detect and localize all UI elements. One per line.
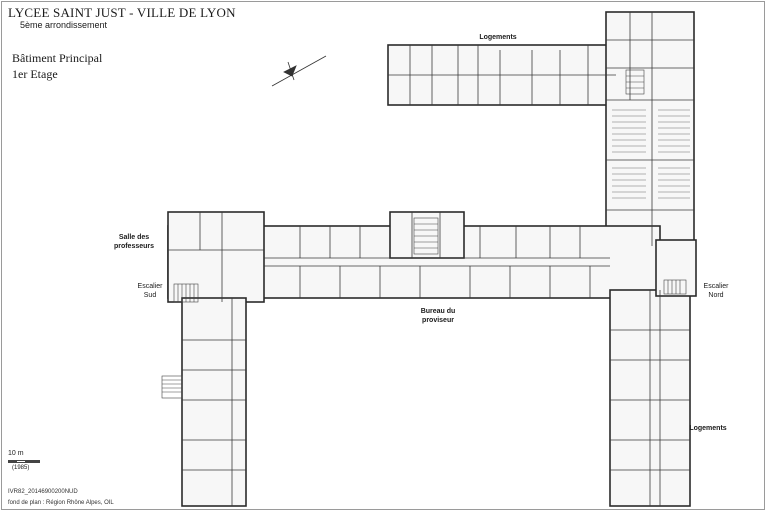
scale-bar	[8, 460, 40, 463]
wing-west-vertical	[181, 297, 247, 507]
stair-west-icon	[161, 375, 183, 399]
desk-rows	[612, 109, 690, 199]
label-escalier-sud-line1: Escalier	[137, 283, 163, 290]
block-escalier-nord	[655, 239, 697, 297]
label-logements-south: Logements	[689, 425, 727, 432]
wing-west-upper	[167, 211, 265, 303]
page-subtitle: 5ème arrondissement	[20, 20, 108, 30]
building-name: Bâtiment Principal	[12, 51, 103, 65]
floor-name: 1er Etage	[12, 67, 58, 81]
reference-code: IVR82_20146900200NUD	[8, 489, 78, 495]
label-logements-north: Logements	[479, 34, 517, 41]
north-arrow-icon	[271, 55, 327, 87]
plan-credit: fond de plan : Région Rhône Alpes, OIL	[8, 500, 114, 506]
label-bureau-line2: proviseur	[422, 317, 454, 324]
page-title: LYCEE SAINT JUST - VILLE DE LYON	[8, 5, 236, 20]
label-salle-line1: Salle des	[118, 234, 150, 241]
stair-annex-icon	[625, 69, 645, 95]
scale-label: 10 m	[8, 450, 24, 457]
stair-central-icon	[413, 217, 439, 255]
label-escalier-nord-line1: Escalier	[703, 283, 729, 290]
wing-east-upper	[605, 11, 695, 247]
block-central-stair	[389, 211, 465, 259]
stair-sud-icon	[173, 283, 199, 303]
label-escalier-sud-line2: Sud	[143, 292, 157, 299]
plan-year: (1985)	[12, 465, 30, 471]
label-bureau-line1: Bureau du	[420, 308, 456, 315]
label-salle-line2: professeurs	[113, 243, 155, 250]
label-escalier-nord-line2: Nord	[708, 292, 724, 299]
stair-nord-icon	[663, 279, 687, 295]
